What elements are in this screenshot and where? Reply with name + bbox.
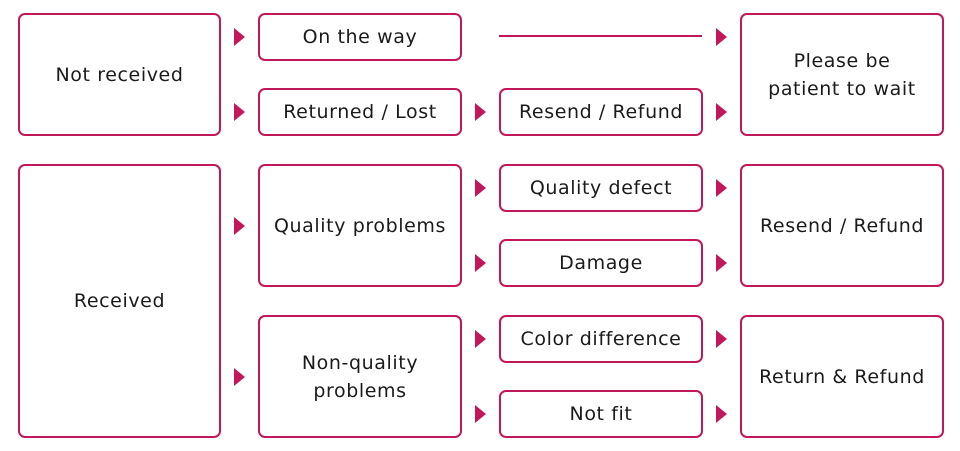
node-non-quality-problems: Non-quality problems: [258, 315, 462, 438]
node-damage: Damage: [499, 239, 703, 287]
arrow-right-icon: [716, 28, 727, 46]
node-label: Damage: [559, 252, 643, 274]
arrow-right-icon: [234, 28, 245, 46]
arrow-right-icon: [716, 179, 727, 197]
node-label: Returned / Lost: [283, 101, 437, 123]
node-on-the-way: On the way: [258, 13, 462, 61]
node-label: Color difference: [520, 328, 682, 350]
node-label: Quality defect: [529, 177, 673, 199]
arrow-right-icon: [716, 103, 727, 121]
node-label: Return & Refund: [759, 365, 925, 388]
node-returned-lost: Returned / Lost: [258, 88, 462, 136]
node-label: Resend / Refund: [759, 214, 925, 237]
arrow-right-icon: [716, 330, 727, 348]
node-resend-refund-bottom: Resend / Refund: [740, 164, 944, 287]
node-label: Not received: [55, 63, 184, 86]
connector-line: [499, 35, 702, 37]
node-not-fit: Not fit: [499, 390, 703, 438]
node-label: Non-quality problems: [302, 349, 418, 405]
node-label: Resend / Refund: [518, 101, 684, 123]
node-resend-refund-top: Resend / Refund: [499, 88, 703, 136]
arrow-right-icon: [475, 330, 486, 348]
node-label: Please be patient to wait: [768, 47, 916, 103]
node-label: On the way: [302, 26, 418, 48]
node-label: Received: [73, 290, 166, 312]
node-quality-defect: Quality defect: [499, 164, 703, 212]
node-color-difference: Color difference: [499, 315, 703, 363]
arrow-right-icon: [234, 368, 245, 386]
node-quality-problems: Quality problems: [258, 164, 462, 287]
node-label-line-2: problems: [313, 379, 407, 402]
node-label-line-1: Please be: [793, 49, 891, 72]
arrow-right-icon: [475, 103, 486, 121]
node-label: Quality problems: [273, 214, 447, 237]
node-not-received: Not received: [18, 13, 221, 136]
arrow-right-icon: [475, 254, 486, 272]
arrow-right-icon: [475, 179, 486, 197]
arrow-right-icon: [234, 217, 245, 235]
node-label: Not fit: [569, 403, 633, 425]
node-label-line-1: Non-quality: [301, 351, 419, 374]
node-received: Received: [18, 164, 221, 438]
node-label-line-2: patient to wait: [768, 77, 916, 100]
arrow-right-icon: [234, 103, 245, 121]
arrow-right-icon: [716, 405, 727, 423]
node-please-wait: Please be patient to wait: [740, 13, 944, 136]
arrow-right-icon: [716, 254, 727, 272]
node-return-refund: Return & Refund: [740, 315, 944, 438]
arrow-right-icon: [475, 405, 486, 423]
